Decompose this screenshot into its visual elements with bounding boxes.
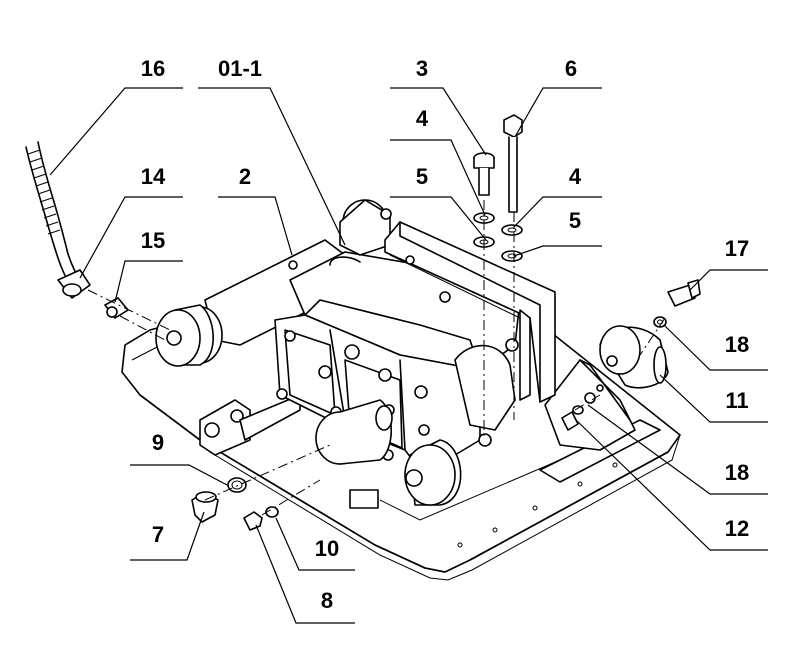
callout-12: 12 — [725, 516, 749, 541]
callout-4-right: 4 — [569, 164, 582, 189]
fastener-12 — [561, 405, 584, 431]
callout-labels: 16 01-1 3 6 4 5 4 5 14 2 15 17 18 11 18 … — [141, 56, 749, 613]
assembly-axes — [87, 200, 666, 516]
callout-17: 17 — [725, 236, 749, 261]
front-lower-mount — [404, 439, 462, 506]
plug-8 — [243, 511, 263, 531]
callout-2: 2 — [239, 164, 251, 189]
bolt-3 — [473, 152, 495, 196]
callout-4-upper: 4 — [416, 106, 429, 131]
belt-guard — [384, 221, 556, 403]
callout-01-1: 01-1 — [218, 56, 262, 81]
callout-11: 11 — [725, 388, 748, 413]
seal-10 — [265, 506, 279, 518]
rear-upper-mount — [339, 199, 392, 256]
callout-18-lower: 18 — [725, 460, 749, 485]
fitting-17 — [667, 279, 701, 307]
left-rubber-mount — [155, 304, 223, 367]
plug-7 — [191, 491, 219, 523]
exciter-housing — [274, 251, 521, 471]
callout-16: 16 — [141, 56, 165, 81]
callout-14: 14 — [141, 164, 166, 189]
leader-lines — [49, 87, 768, 624]
washers — [473, 212, 523, 262]
seal-9 — [227, 477, 247, 493]
rear-frame — [199, 239, 346, 456]
callout-7: 7 — [152, 522, 164, 547]
callout-5-upper: 5 — [416, 164, 428, 189]
rubber-isolator — [599, 325, 669, 389]
callout-8: 8 — [321, 588, 333, 613]
callout-18-upper: 18 — [725, 332, 749, 357]
callout-5-right: 5 — [569, 208, 581, 233]
callout-9: 9 — [152, 430, 164, 455]
hose — [25, 141, 91, 299]
callout-6: 6 — [565, 56, 577, 81]
callout-10: 10 — [315, 536, 339, 561]
callout-15: 15 — [141, 228, 165, 253]
callout-3: 3 — [416, 56, 428, 81]
